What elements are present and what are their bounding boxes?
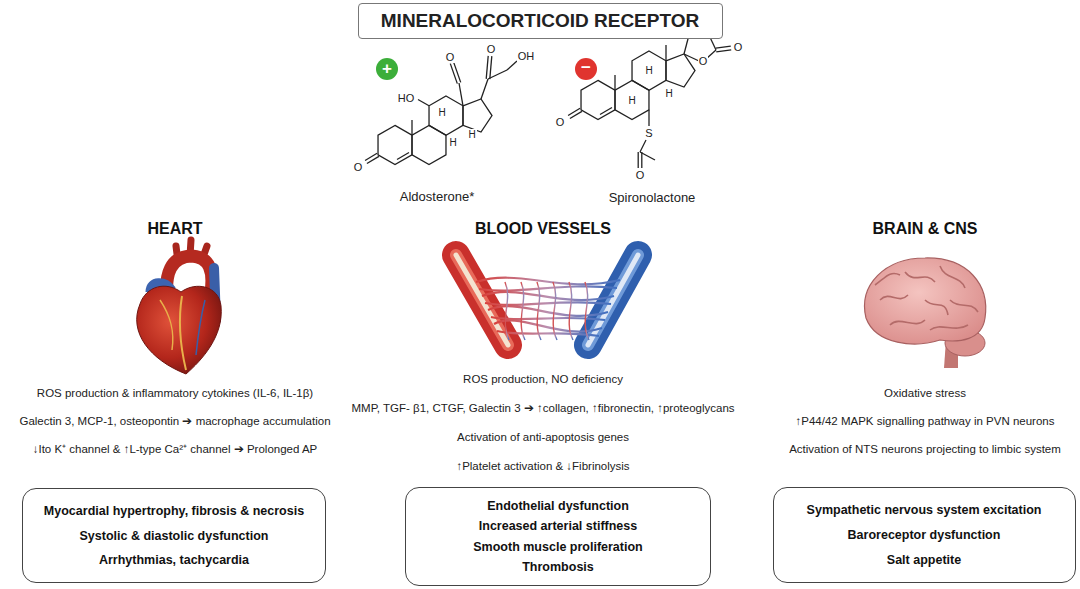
mechanism-text: ↓Ito K⁺ channel & ↑L-type Ca²⁺ channel ➔… xyxy=(33,443,318,456)
atom-label: H xyxy=(664,88,673,100)
compound-name: Spironolactone xyxy=(609,191,696,206)
outcome-box: Endothelial dysfunctionIncreased arteria… xyxy=(405,487,711,586)
atom-label: H xyxy=(437,107,446,119)
outcome-text: Thrombosis xyxy=(522,560,594,574)
mechanism-text: Activation of NTS neurons projecting to … xyxy=(789,443,1061,456)
atom-label: O xyxy=(486,43,497,56)
agonist-badge xyxy=(376,58,398,80)
outcome-text: Endothelial dysfunction xyxy=(487,499,629,513)
atom-label: O xyxy=(555,116,566,129)
chemical-structures xyxy=(365,33,731,168)
mechanism-text: Activation of anti-apoptosis genes xyxy=(457,431,629,444)
antagonist-badge xyxy=(575,58,597,80)
brain-illustration xyxy=(865,258,986,368)
atom-label: O xyxy=(635,169,646,182)
outcome-text: Salt appetite xyxy=(887,553,961,567)
mechanism-text: MMP, TGF- β1, CTGF, Galectin 3 ➔ ↑collag… xyxy=(351,402,734,415)
title-text: MINERALOCORTICOID RECEPTOR xyxy=(381,10,699,32)
outcome-box: Myocardial hypertrophy, fibrosis & necro… xyxy=(22,488,326,583)
title-box: MINERALOCORTICOID RECEPTOR xyxy=(358,3,723,39)
outcome-text: Systolic & diastolic dysfunction xyxy=(80,529,269,543)
atom-label: O xyxy=(353,161,364,174)
sign-symbol: + xyxy=(382,59,392,79)
atom-label: O xyxy=(445,51,456,64)
mechanism-text: ROS production, NO deficiency xyxy=(463,373,623,386)
atom-label: O xyxy=(698,55,709,68)
outcome-text: Sympathetic nervous system excitation xyxy=(807,503,1042,517)
section-heading: BLOOD VESSELS xyxy=(475,220,611,238)
atom-label: OH xyxy=(517,50,536,63)
section-heading: HEART xyxy=(147,220,202,238)
outcome-box: Sympathetic nervous system excitationBar… xyxy=(773,487,1076,583)
atom-label: HO xyxy=(397,92,416,105)
outcome-text: Arrhythmias, tachycardia xyxy=(99,553,249,567)
atom-label: H xyxy=(627,95,636,107)
heart-illustration xyxy=(137,240,222,374)
atom-label: H xyxy=(644,65,653,77)
outcome-text: Baroreceptor dysfunction xyxy=(848,528,1001,542)
mechanism-text: ROS production & inflammatory cytokines … xyxy=(37,387,313,400)
outcome-text: Myocardial hypertrophy, fibrosis & necro… xyxy=(44,504,304,518)
mechanism-text: ↑P44/42 MAPK signalling pathway in PVN n… xyxy=(796,415,1055,428)
atom-label: S xyxy=(644,127,653,140)
blood-vessel-illustration xyxy=(456,255,638,345)
outcome-text: Smooth muscle proliferation xyxy=(473,540,642,554)
outcome-text: Increased arterial stiffness xyxy=(479,519,637,533)
atom-label: H xyxy=(448,137,457,149)
sign-symbol: − xyxy=(581,58,591,78)
atom-label: H xyxy=(467,129,476,141)
mechanism-text: Galectin 3, MCP-1, osteopontin ➔ macroph… xyxy=(19,415,330,428)
mechanism-text: ↑Platelet activation & ↓Fibrinolysis xyxy=(456,460,629,473)
mechanism-text: Oxidative stress xyxy=(884,387,966,400)
atom-label: O xyxy=(733,41,744,54)
compound-name: Aldosterone* xyxy=(400,190,474,205)
section-heading: BRAIN & CNS xyxy=(873,220,978,238)
